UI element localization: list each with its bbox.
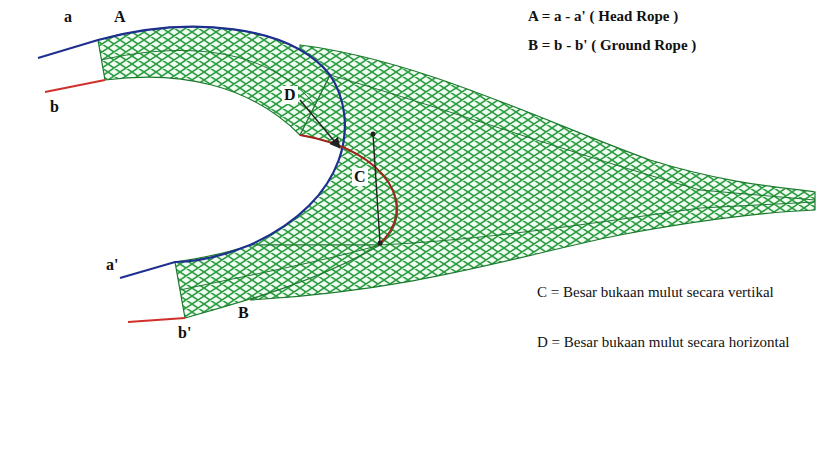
part-label: C (352, 168, 368, 186)
part-label: D (282, 86, 298, 104)
horizontal-opening-arrow (300, 100, 340, 148)
part-label: b (48, 98, 61, 116)
net-seam (380, 202, 815, 245)
ground-rope (45, 80, 105, 92)
legend-note: C = Besar bukaan mulut secara vertikal (537, 284, 793, 301)
upper-wing (98, 27, 330, 135)
lower-wing (175, 245, 380, 318)
part-label: a (62, 8, 74, 26)
part-label: A = a - a' ( Head Rope ) (528, 8, 678, 25)
net-seam (101, 50, 315, 105)
part-label: A (112, 8, 128, 26)
measure-dot (371, 132, 376, 137)
ground-rope (128, 318, 185, 322)
net-seam (180, 245, 380, 290)
ground-rope (300, 135, 397, 245)
measure-dot (378, 241, 383, 246)
net-seam (330, 75, 815, 200)
part-label: b' (176, 324, 193, 342)
head-rope (38, 27, 345, 278)
vertical-opening-line (373, 134, 380, 243)
part-label: B (236, 304, 251, 322)
part-label: a' (104, 256, 120, 274)
part-label: B = b - b' ( Ground Rope ) (528, 37, 696, 54)
legend-note: D = Besar bukaan mulut secara horizontal (537, 334, 813, 351)
